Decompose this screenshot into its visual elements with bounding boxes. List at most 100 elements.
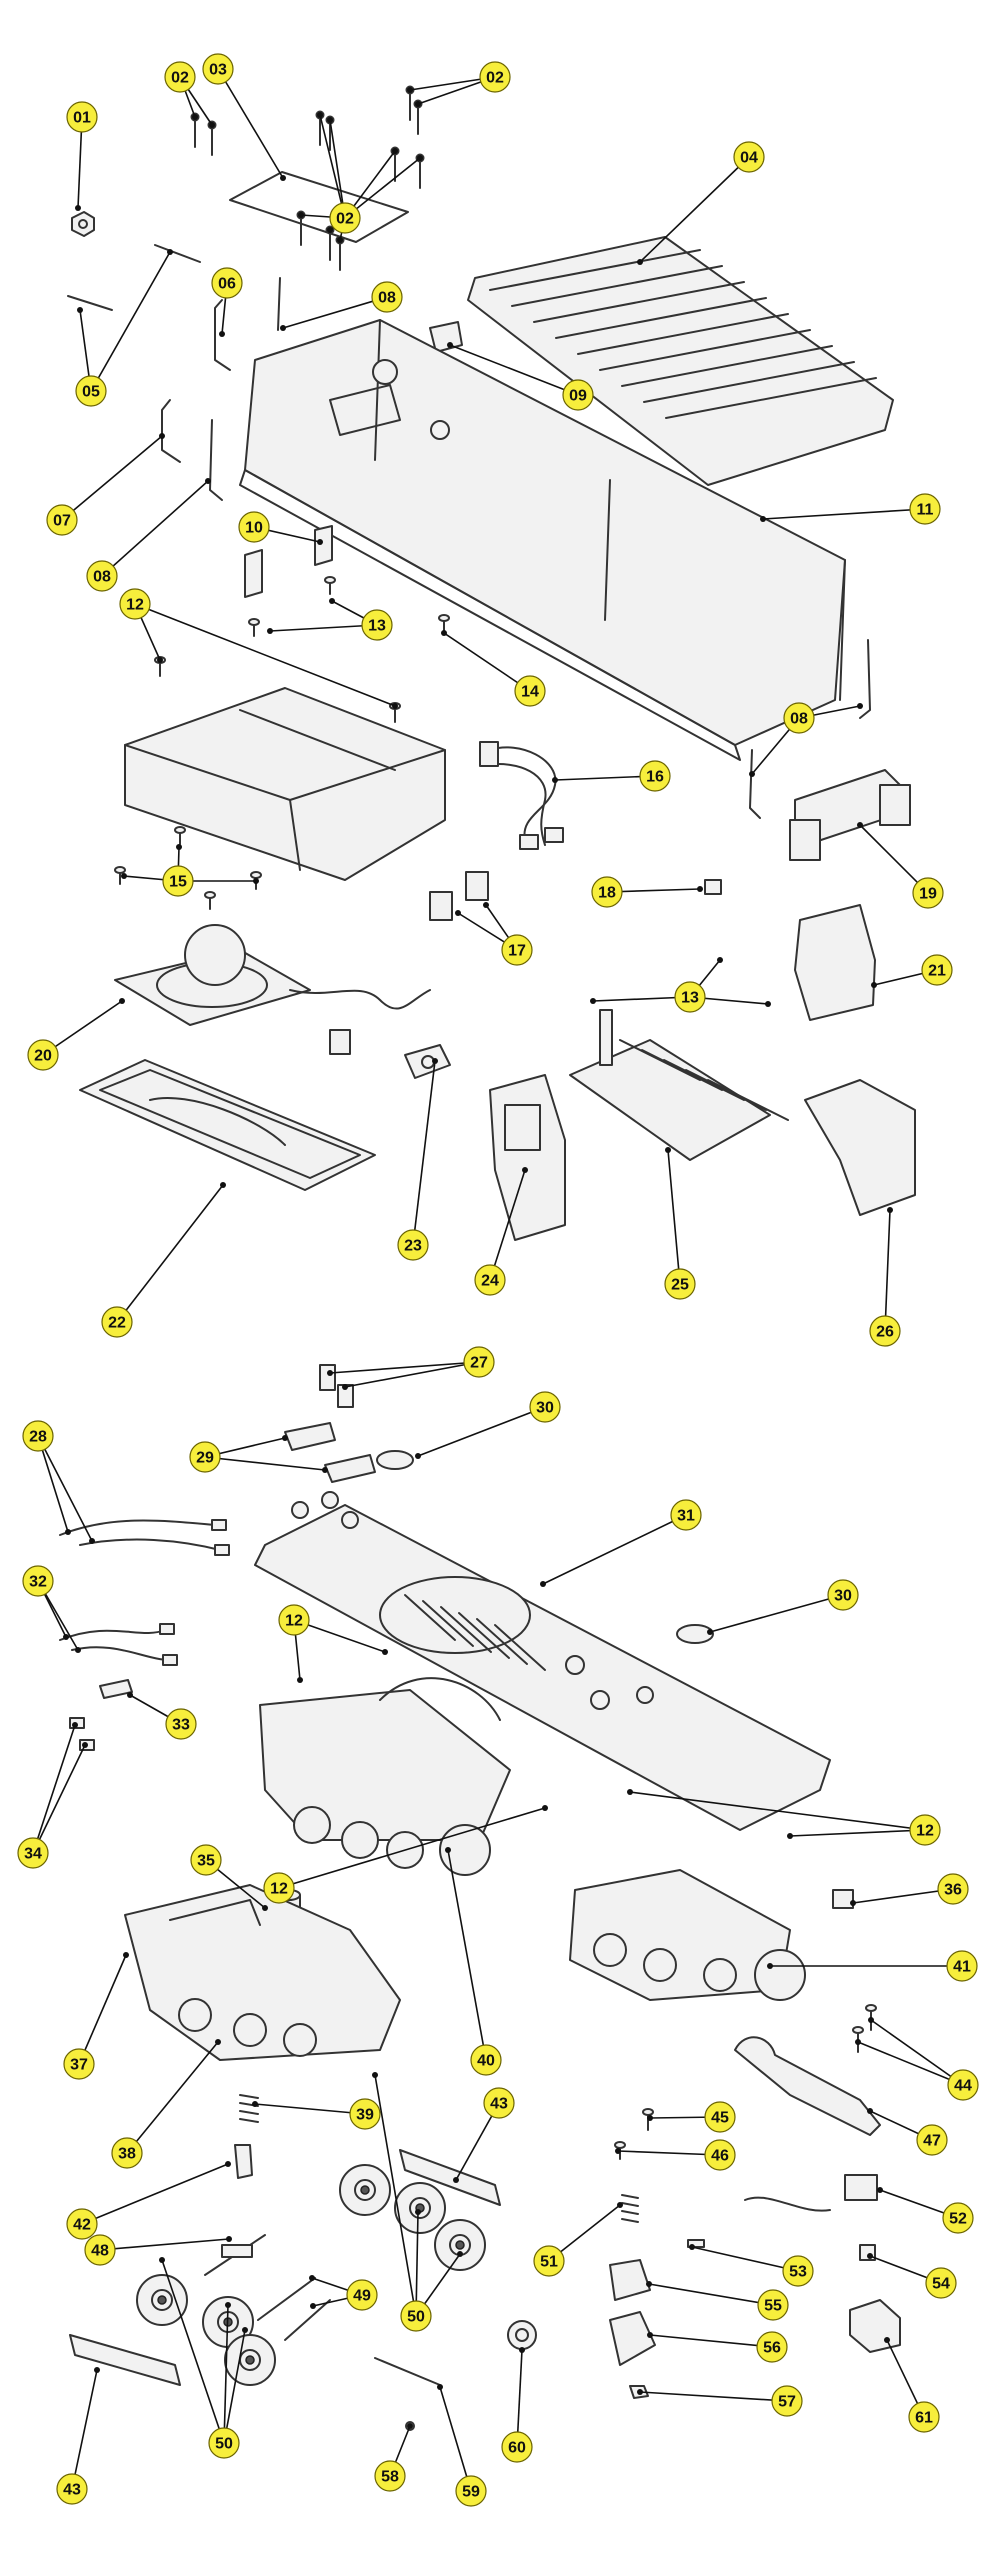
leader-dot-60 <box>519 2347 525 2353</box>
callout-44: 44 <box>947 2069 979 2101</box>
leader-dot-12 <box>627 1789 633 1795</box>
leader-dot-03 <box>280 175 286 181</box>
leader-dot-30 <box>415 1453 421 1459</box>
callout-number: 50 <box>215 2436 233 2453</box>
callout-bubble <box>757 2289 789 2321</box>
leader-dot-21 <box>871 982 877 988</box>
leader-line-28 <box>37 1435 69 1533</box>
leader-dot-34 <box>72 1722 78 1728</box>
callout-number: 12 <box>285 1613 303 1630</box>
callout-bubble <box>165 1708 197 1740</box>
callout-bubble <box>211 267 243 299</box>
callout-bubble <box>46 504 78 536</box>
leader-dot-01 <box>75 205 81 211</box>
callout-bubble <box>329 202 361 234</box>
callout-bubble <box>66 2208 98 2240</box>
leader-dot-07 <box>159 433 165 439</box>
callout-bubble <box>56 2473 88 2505</box>
leader-dot-32 <box>63 1634 69 1640</box>
callout-31: 31 <box>670 1499 702 1531</box>
leader-line-30 <box>417 1406 546 1457</box>
leader-line-46 <box>617 2150 721 2156</box>
callout-12: 12 <box>263 1872 295 1904</box>
wheels <box>136 2164 486 2386</box>
leader-dot-43 <box>94 2367 100 2373</box>
callout-bubble <box>84 2234 116 2266</box>
leader-line-19 <box>859 824 929 894</box>
leader-line-08 <box>101 480 209 577</box>
callout-bubble <box>238 511 270 543</box>
callout-59: 59 <box>455 2475 487 2507</box>
clip <box>429 321 463 353</box>
callout-number: 61 <box>915 2410 933 2427</box>
weight-box <box>124 687 446 881</box>
leader-line-07 <box>61 435 163 521</box>
callout-54: 54 <box>925 2267 957 2299</box>
callout-number: 11 <box>917 502 934 519</box>
callout-number: 16 <box>646 769 664 786</box>
leader-line-14 <box>443 632 531 692</box>
leader-dot-22 <box>220 1182 226 1188</box>
callout-bubble <box>947 2069 979 2101</box>
callout-number: 43 <box>490 2096 508 2113</box>
leader-dot-12 <box>787 1833 793 1839</box>
callout-bubble <box>704 2139 736 2171</box>
callout-bubble <box>474 1264 506 1296</box>
block-36 <box>832 1889 854 1909</box>
callout-23: 23 <box>397 1229 429 1261</box>
callout-bubble <box>66 101 98 133</box>
callout-number: 50 <box>407 2309 425 2326</box>
axles <box>204 2234 331 2341</box>
leader-line-27 <box>329 1361 480 1374</box>
callout-number: 08 <box>93 569 111 586</box>
callout-bubble <box>869 1315 901 1347</box>
callout-bubble <box>937 1873 969 1905</box>
callout-bubble <box>202 53 234 85</box>
leader-dot-12 <box>392 703 398 709</box>
leader-line-34 <box>32 1744 86 1854</box>
callout-number: 01 <box>73 110 91 127</box>
pin-42 <box>234 2144 253 2179</box>
callout-14: 14 <box>514 675 546 707</box>
callout-number: 19 <box>919 886 937 903</box>
callout-bubble <box>371 281 403 313</box>
leader-dot-38 <box>215 2039 221 2045</box>
connectors-17 <box>429 871 489 921</box>
callout-07: 07 <box>46 504 78 536</box>
callout-number: 28 <box>29 1429 47 1446</box>
main-board <box>569 1009 789 1161</box>
callout-58: 58 <box>374 2460 406 2492</box>
leader-dot-44 <box>855 2039 861 2045</box>
leader-dot-44 <box>868 2017 874 2023</box>
callout-bubble <box>664 1268 696 1300</box>
callout-bubble <box>704 2101 736 2133</box>
leader-line-37 <box>78 1954 127 2065</box>
spring-51 <box>621 2194 639 2223</box>
leader-line-55 <box>648 2283 774 2306</box>
callout-bubble <box>17 1837 49 1869</box>
callout-bubble <box>162 865 194 897</box>
leader-dot-14 <box>441 630 447 636</box>
rods <box>67 244 201 311</box>
callout-bubble <box>263 1872 295 1904</box>
callout-number: 13 <box>368 618 386 635</box>
leader-line-59 <box>439 2386 472 2492</box>
callout-number: 59 <box>462 2484 480 2501</box>
callout-26: 26 <box>869 1315 901 1347</box>
leader-dot-24 <box>522 1167 528 1173</box>
leader-dot-54 <box>867 2253 873 2259</box>
bogie-rear <box>124 1884 401 2061</box>
callout-number: 23 <box>404 1238 422 1255</box>
callout-60: 60 <box>501 2431 533 2463</box>
leader-dot-08 <box>857 703 863 709</box>
callout-46: 46 <box>704 2139 736 2171</box>
leader-dot-02 <box>327 117 333 123</box>
callout-number: 35 <box>197 1853 215 1870</box>
callout-number: 32 <box>29 1574 47 1591</box>
callout-48: 48 <box>84 2234 116 2266</box>
screws-44 <box>852 2004 877 2053</box>
lever-47 <box>734 2036 881 2136</box>
callout-number: 02 <box>336 211 354 228</box>
leader-dot-33 <box>127 1692 133 1698</box>
callout-bubble <box>909 1814 941 1846</box>
